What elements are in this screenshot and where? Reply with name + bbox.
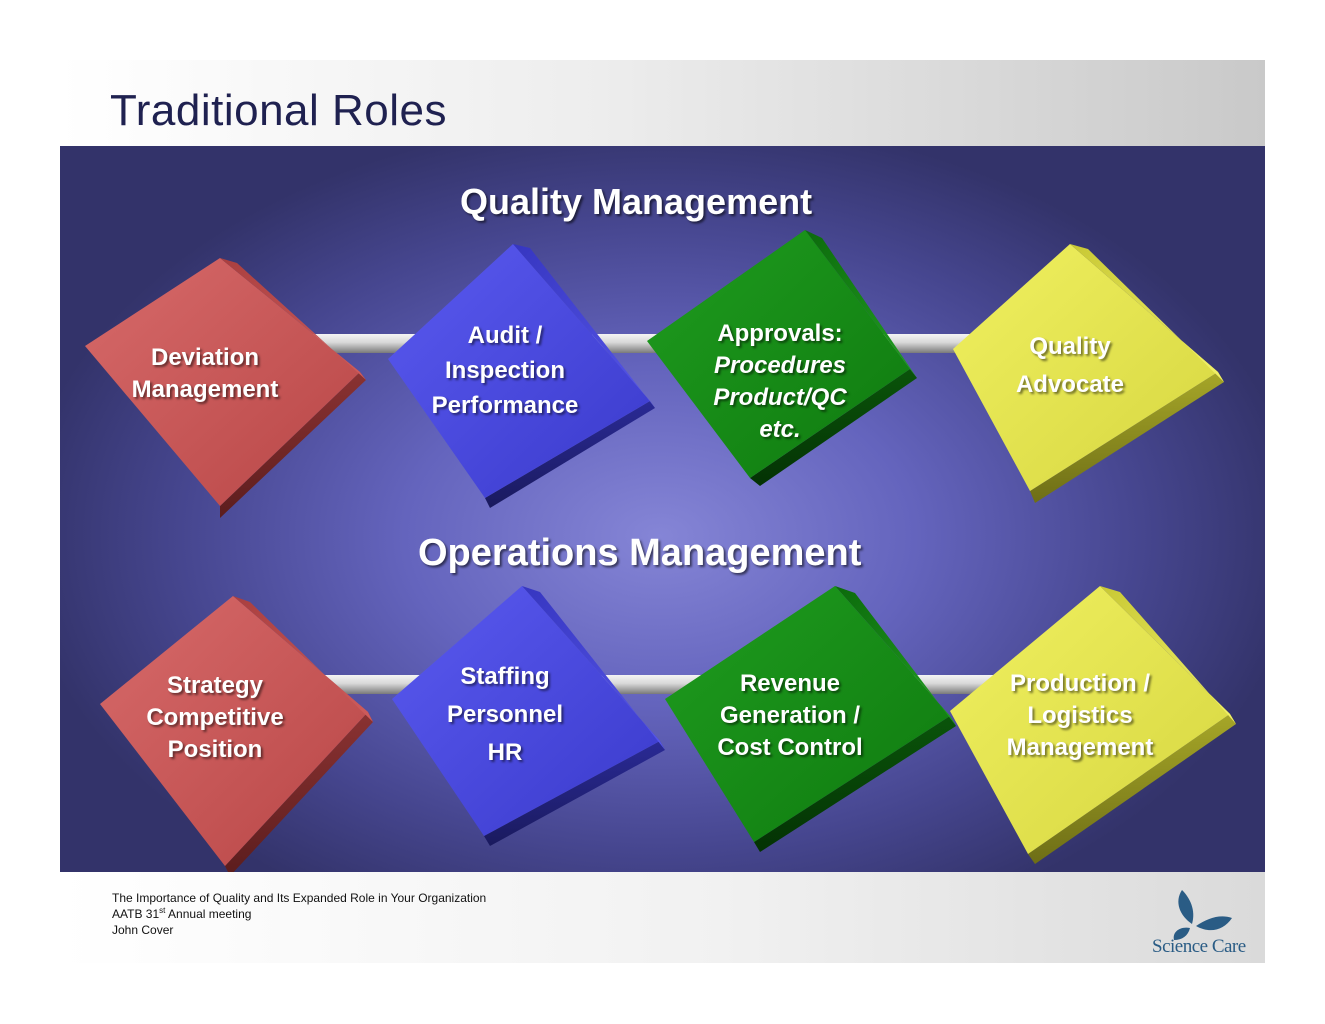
cube-shade [750, 369, 917, 486]
label-line: Logistics [1027, 702, 1133, 729]
cube-shade [1030, 372, 1224, 503]
cube-top [100, 596, 368, 866]
label-line: Product/QC [713, 384, 847, 411]
label-line: Production / [1010, 670, 1150, 697]
cube-side [805, 230, 917, 378]
label-line: etc. [759, 416, 801, 443]
cube-deviation-management [85, 258, 366, 518]
cube-audit-inspection [388, 244, 655, 508]
title-band: Traditional Roles [60, 60, 1265, 146]
label-strategy: Strategy Competitive Position [105, 670, 325, 766]
footer-meeting-ordinal: st [159, 906, 166, 915]
cube-top [392, 586, 660, 836]
cube-approvals [647, 230, 917, 486]
cube-shade [485, 401, 655, 508]
label-deviation-management: Deviation Management [95, 342, 315, 406]
footer-text: The Importance of Quality and Its Expand… [112, 890, 486, 938]
cube-quality-advocate [953, 244, 1224, 503]
footer-meeting-suffix: Annual meeting [165, 907, 252, 921]
slide: Traditional Roles [60, 60, 1265, 963]
label-approvals: Approvals: Procedures Product/QC etc. [670, 318, 890, 446]
label-line: Competitive [146, 704, 284, 731]
label-line: Inspection [444, 357, 565, 384]
roles-diagram: Quality Management Operations Management… [60, 146, 1265, 872]
quality-management-heading: Quality Management [460, 181, 813, 222]
logo-wordmark: Science Care [1152, 936, 1246, 957]
label-line: Staffing [460, 663, 550, 690]
label-line: Cost Control [717, 734, 863, 761]
footer-author: John Cover [112, 923, 174, 937]
label-audit-inspection: Audit / Inspection Performance [400, 318, 610, 423]
label-staffing: Staffing Personnel HR [400, 658, 610, 772]
operations-management-heading: Operations Management [418, 532, 862, 574]
cube-top [953, 244, 1218, 491]
cube-shade [225, 712, 373, 872]
footer: The Importance of Quality and Its Expand… [60, 872, 1265, 963]
label-line: Revenue [739, 670, 841, 697]
label-line: Strategy [166, 672, 264, 699]
label-production: Production / Logistics Management [970, 668, 1190, 764]
cube-top [950, 586, 1230, 854]
label-line: HR [487, 739, 523, 766]
label-line: Quality [1029, 333, 1111, 360]
cube-production [950, 586, 1236, 864]
label-quality-advocate: Quality Advocate [960, 328, 1180, 404]
label-line: Personnel [446, 701, 564, 728]
cube-top [388, 244, 650, 498]
label-line: Management [1006, 734, 1154, 761]
leaf-logo-icon [1173, 890, 1232, 940]
cube-staffing [392, 586, 665, 846]
diagram-graphics [85, 230, 1236, 872]
label-line: Audit / [467, 322, 543, 349]
footer-meeting-prefix: AATB 31 [112, 907, 160, 921]
cube-top [665, 586, 950, 842]
cube-shade [754, 716, 956, 852]
label-revenue: Revenue Generation / Cost Control [680, 668, 900, 764]
cube-top [85, 258, 360, 506]
cube-top [647, 230, 910, 478]
cube-strategy [100, 596, 373, 872]
footer-meeting: AATB 31st Annual meeting [112, 906, 486, 922]
cube-shade [220, 372, 366, 518]
cube-shade [1028, 714, 1236, 864]
footer-presentation-title: The Importance of Quality and Its Expand… [112, 891, 487, 905]
label-line: Procedures [713, 352, 847, 379]
slide-title: Traditional Roles [110, 86, 448, 135]
label-line: Performance [431, 392, 579, 419]
label-line: Position [167, 736, 263, 763]
label-line: Approvals: [717, 320, 843, 347]
label-line: Management [131, 376, 279, 403]
cube-shade [484, 741, 665, 846]
label-line: Advocate [1015, 371, 1125, 398]
label-line: Deviation [150, 344, 260, 371]
label-line: Generation / [719, 702, 861, 729]
cube-revenue [665, 586, 956, 852]
